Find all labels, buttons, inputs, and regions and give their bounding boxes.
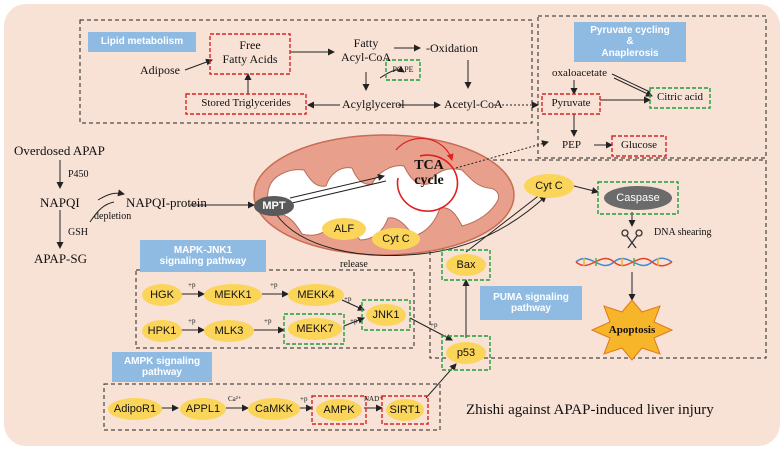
release-label: release	[340, 259, 368, 270]
napqi-protein-label: NAPQI-protein	[126, 195, 207, 210]
dna-strand	[575, 257, 673, 267]
apoptosis-burst	[590, 299, 674, 361]
dna-shearing-label: DNA shearing	[654, 227, 712, 238]
puma-frame	[429, 159, 767, 359]
camkk-node: CaMKK	[248, 398, 300, 420]
mekk1-node: MEKK1	[204, 284, 262, 306]
pyruvate-section-label: Pyruvate cycling & Anaplerosis	[574, 22, 686, 62]
ampk-node: AMPK	[316, 399, 362, 421]
apoptosis-label: Apoptosis	[608, 324, 656, 336]
mpt-node: MPT	[254, 196, 294, 216]
acylglycerol-label: Acylglycerol	[342, 97, 405, 111]
mapk-plus-p-3: +p	[344, 295, 352, 303]
pc-pe-box	[385, 59, 421, 81]
caspase-node: Caspase	[604, 186, 672, 210]
figure-caption: Zhishi against APAP-induced liver injury	[466, 402, 714, 418]
apap-sg-label: APAP-SG	[34, 251, 87, 266]
mapk-plus-p-5: +p	[264, 317, 272, 325]
ampk-frame	[103, 383, 441, 431]
p53-box	[441, 335, 491, 371]
mekk7-node: MEKK7	[288, 318, 342, 340]
puma-section-label: PUMA signaling pathway	[480, 286, 582, 320]
nad-label: NAD⁺	[364, 395, 383, 403]
sirt1-box	[381, 395, 429, 425]
napqi-label: NAPQI	[40, 195, 80, 210]
stored-triglycerides-box	[185, 93, 307, 115]
free-fatty-acids-label: Free Fatty Acids	[222, 38, 278, 67]
adipor1-node: AdipoR1	[108, 398, 162, 420]
ampk-section-label: AMPK signaling pathway	[112, 352, 212, 382]
jnk1-box	[361, 299, 411, 331]
gsh-label: GSH	[68, 227, 89, 238]
pc-pe-label: PC PE	[392, 65, 414, 74]
adipose-label: Adipose	[140, 63, 180, 77]
ampk-plus-p: +p	[300, 395, 308, 403]
stored-triglycerides-label: Stored Triglycerides	[201, 97, 291, 109]
citric-acid-box	[649, 87, 711, 109]
glucose-box	[611, 135, 667, 157]
p53-node: p53	[446, 342, 486, 364]
citric-acid-label: Citric acid	[656, 91, 704, 103]
caspase-box	[597, 181, 679, 215]
beta-oxidation-label: -Oxidation	[426, 41, 478, 55]
overdosed-apap-label: Overdosed APAP	[14, 143, 105, 158]
scissors-icon	[621, 229, 643, 249]
p450-label: P450	[68, 169, 89, 180]
mitochondrion-graphic	[253, 134, 515, 256]
mlk3-node: MLK3	[204, 320, 254, 342]
pep-label: PEP	[562, 139, 581, 151]
alf-node: ALF	[322, 218, 366, 240]
acetyl-coa-label: Acetyl-CoA	[444, 97, 503, 111]
tca-cycle-label: TCA cycle	[414, 158, 444, 189]
ampk-box	[311, 395, 367, 425]
jnk1-node: JNK1	[366, 304, 406, 326]
mapk-plus-p-7: +p	[430, 321, 438, 329]
pyruvate-box	[541, 93, 601, 115]
appl1-node: APPL1	[180, 398, 226, 420]
mapk-plus-p-6: +p	[350, 317, 358, 325]
bax-box	[441, 249, 491, 281]
depletion-label: depletion	[94, 211, 132, 222]
lipid-frame	[79, 19, 533, 124]
bax-node: Bax	[446, 254, 486, 276]
pyruvate-frame	[537, 15, 767, 159]
free-fatty-acids-box	[209, 33, 291, 75]
mekk4-node: MEKK4	[288, 284, 344, 306]
mapk-plus-p-1: +p	[188, 281, 196, 289]
fatty-acyl-coa-label: Fatty Acyl-CoA	[341, 36, 391, 65]
mapk-plus-p-4: +p	[188, 317, 196, 325]
mapk-plus-p-2: +p	[270, 281, 278, 289]
sirt1-node: SIRT1	[386, 399, 424, 421]
lipid-section-label: Lipid metabolism	[88, 32, 196, 52]
mapk-section-label: MAPK-JNK1 signaling pathway	[140, 240, 266, 272]
hpk1-node: HPK1	[142, 320, 182, 342]
cyt-c-puma-node: Cyt C	[524, 174, 574, 198]
ca-label: Ca²⁺	[228, 395, 242, 403]
glucose-label: Glucose	[620, 139, 658, 151]
pyruvate-label: Pyruvate	[551, 97, 591, 109]
mekk7-box	[283, 313, 345, 345]
mapk-frame	[135, 269, 415, 349]
oxaloacetate-label: oxaloacetate	[552, 67, 607, 79]
hgk-node: HGK	[142, 284, 182, 306]
cyt-c-mito-node: Cyt C	[372, 228, 420, 250]
